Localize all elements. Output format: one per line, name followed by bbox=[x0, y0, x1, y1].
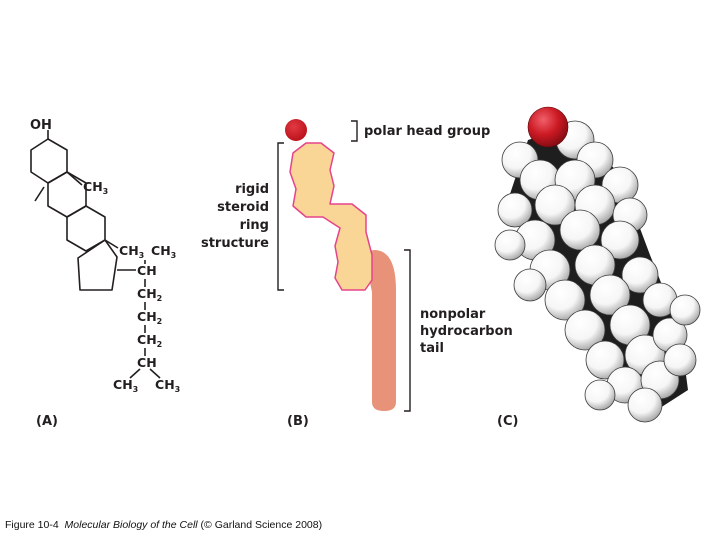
hydrogen-atom bbox=[513, 268, 547, 302]
ch2-label-3: CH2 bbox=[137, 332, 162, 349]
ch3-terminal-left: CH3 bbox=[113, 377, 138, 394]
caption-prefix: Figure 10-4 bbox=[5, 519, 59, 531]
ring-b bbox=[47, 171, 87, 218]
oxygen-atom bbox=[527, 106, 569, 148]
steroid-label: steroid bbox=[217, 200, 269, 215]
c21-methyl-bond bbox=[104, 239, 119, 249]
hydrogen-atom bbox=[663, 343, 697, 377]
hydrogen-atom bbox=[584, 379, 616, 411]
hydrocarbon-label: hydrocarbon bbox=[420, 324, 513, 339]
panel-b-schematic: polar head group rigid steroid ring stru… bbox=[201, 119, 513, 429]
steroid-rings bbox=[289, 142, 373, 291]
figure-caption: Figure 10-4 Molecular Biology of the Cel… bbox=[5, 519, 322, 531]
hydrogen-atom bbox=[544, 279, 586, 321]
hydrocarbon-tail bbox=[365, 250, 396, 411]
panel-a-structure bbox=[30, 130, 161, 379]
c18-methyl-bond bbox=[66, 171, 83, 186]
fork-left bbox=[129, 368, 141, 379]
caption-book-title: Molecular Biology of the Cell bbox=[64, 519, 198, 531]
panel-b-label: (B) bbox=[287, 414, 309, 429]
hydrogen-atom bbox=[497, 192, 533, 228]
hydrogen-atom bbox=[585, 340, 625, 380]
hydrogen-atom bbox=[600, 220, 640, 260]
ch3-terminal-right: CH3 bbox=[155, 377, 180, 394]
polar-head bbox=[285, 119, 307, 141]
hydrogen-atom bbox=[621, 256, 659, 294]
oh-label: OH bbox=[30, 118, 52, 133]
ch-label-2: CH bbox=[137, 355, 157, 370]
tail-bracket bbox=[404, 249, 411, 412]
fork-right bbox=[149, 368, 161, 379]
polar-head-bracket bbox=[351, 120, 358, 142]
hydrogen-atom bbox=[564, 309, 606, 351]
ch3-c18-label: CH3 bbox=[83, 179, 108, 196]
ch3-c20-label: CH3 bbox=[151, 243, 176, 260]
hydrogen-atom bbox=[494, 229, 526, 261]
hydrogen-atom bbox=[669, 294, 701, 326]
ring-c bbox=[66, 205, 106, 252]
structure-label: structure bbox=[201, 236, 269, 251]
hydrogen-atoms bbox=[494, 120, 701, 423]
rigid-label: rigid bbox=[235, 182, 269, 197]
rigid-rings-bracket bbox=[277, 142, 284, 291]
ring-d bbox=[77, 239, 118, 291]
ch2-label-1: CH2 bbox=[137, 286, 162, 303]
panel-c-label: (C) bbox=[497, 414, 518, 429]
tail-label: tail bbox=[420, 341, 444, 356]
polar-head-group-label: polar head group bbox=[364, 124, 490, 139]
hydrogen-atom bbox=[627, 387, 663, 423]
ch-label-1: CH bbox=[137, 263, 157, 278]
panel-a-labels: OH CH3 CH3 CH3 CH CH2 CH2 CH2 CH CH3 CH3… bbox=[30, 118, 180, 429]
caption-credit: (© Garland Science 2008) bbox=[200, 519, 323, 531]
ring-label: ring bbox=[240, 218, 269, 233]
hydrogen-atom bbox=[589, 274, 631, 316]
space-filling-model: (C) bbox=[494, 106, 701, 429]
panel-a-label: (A) bbox=[36, 414, 58, 429]
ring-a bbox=[30, 138, 68, 184]
nonpolar-label: nonpolar bbox=[420, 307, 486, 322]
hydrogen-atom bbox=[559, 209, 601, 251]
ch2-label-2: CH2 bbox=[137, 309, 162, 326]
ch3-c21-label: CH3 bbox=[119, 243, 144, 260]
double-bond bbox=[34, 186, 45, 202]
